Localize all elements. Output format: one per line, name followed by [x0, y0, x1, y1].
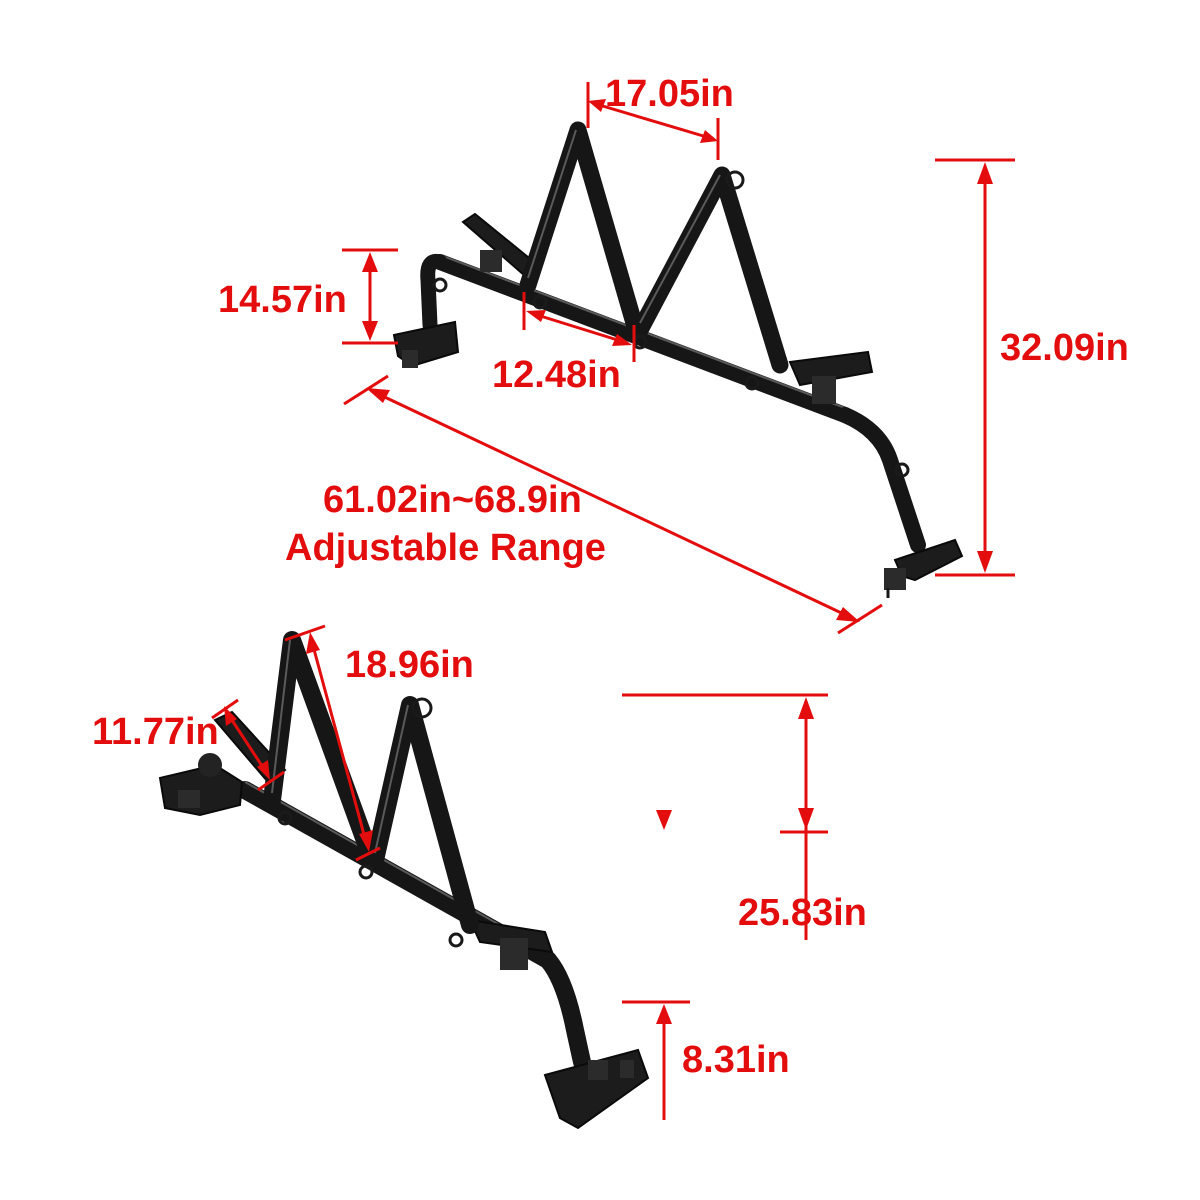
total-height-label: 25.83in [738, 892, 867, 934]
dimension-total-height: 25.83in [622, 693, 867, 940]
dimension-height-total: 32.09in [935, 158, 1129, 577]
dimension-foot-height: 8.31in [622, 810, 790, 1120]
dimension-width-top: 17.05in [586, 73, 734, 160]
leg-length-label: 18.96in [345, 644, 474, 686]
dimension-end-height: 14.57in [218, 248, 398, 345]
height-total-label: 32.09in [1000, 327, 1129, 369]
bottom-right-foot-bracket [543, 1048, 650, 1130]
arm-length-label: 11.77in [92, 711, 219, 753]
dimension-leg-length: 18.96in [284, 624, 474, 862]
end-height-label: 14.57in [218, 279, 347, 321]
rack-illustration-top [392, 121, 964, 598]
left-foot-bracket [392, 320, 460, 368]
length-range-label: 61.02in~68.9in [323, 479, 582, 521]
bottom-left-foot-bracket [158, 753, 244, 817]
dimension-base-width: 12.48in [492, 292, 636, 396]
foot-height-label: 8.31in [682, 1039, 790, 1081]
width-top-label: 17.05in [605, 73, 734, 115]
base-width-label: 12.48in [492, 354, 621, 396]
rack-illustration-bottom [158, 631, 650, 1130]
dimension-length-range: 61.02in~68.9in Adjustable Range [285, 374, 883, 635]
length-caption-label: Adjustable Range [285, 527, 606, 569]
right-foot-bracket [884, 538, 964, 598]
dimension-arm-length: 11.77in [92, 698, 285, 792]
